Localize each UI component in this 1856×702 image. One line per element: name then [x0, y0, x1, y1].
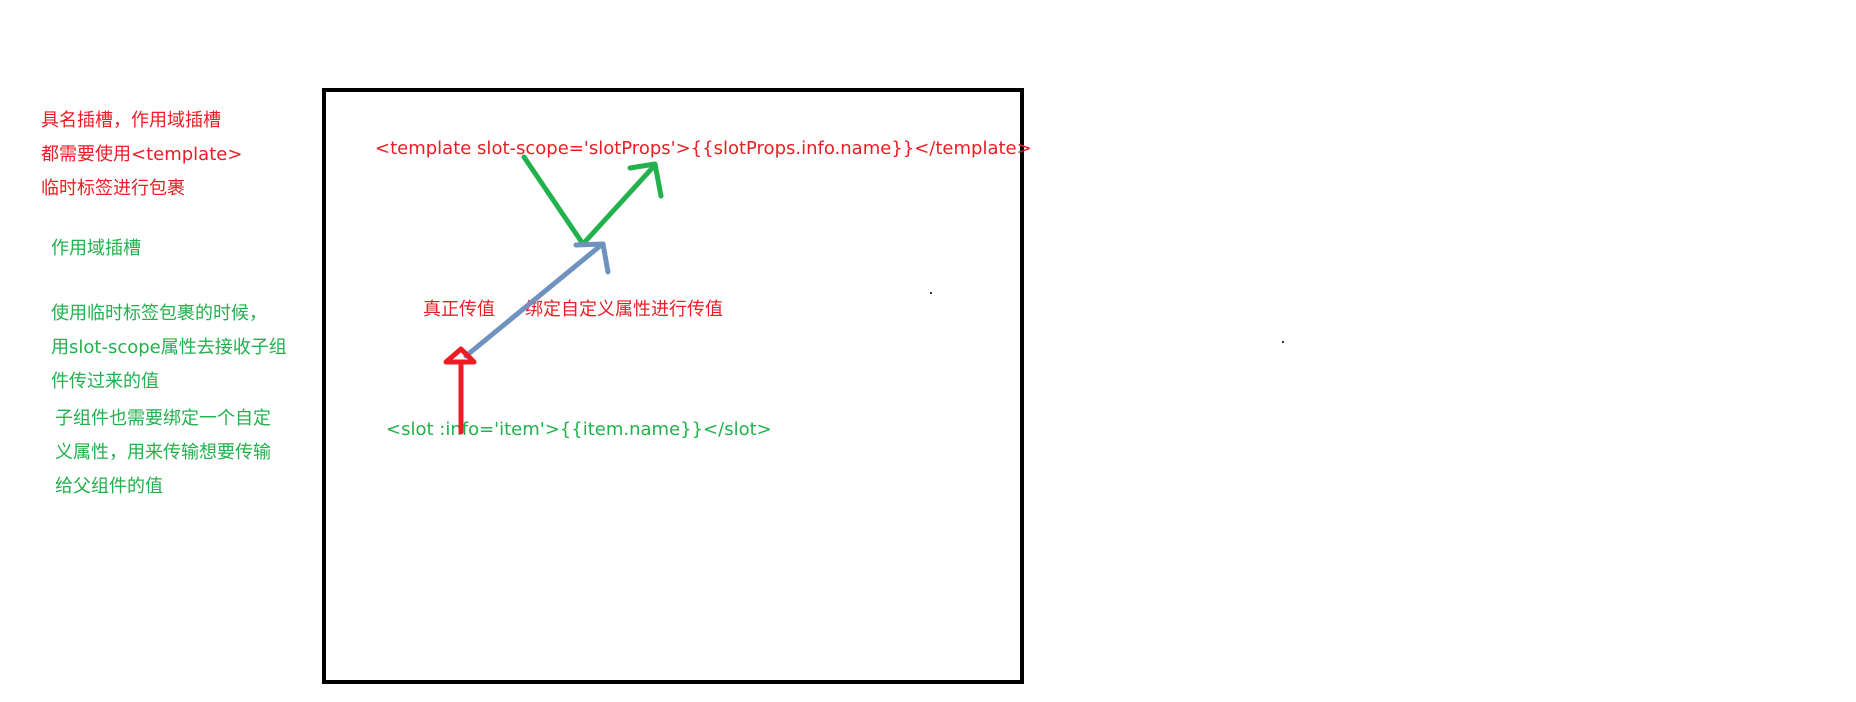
note-line: 都需要使用<template> — [41, 144, 243, 165]
parent-template-code: <template slot-scope='slotProps'>{{slotP… — [375, 138, 1032, 159]
note-line: 子组件也需要绑定一个自定 — [55, 408, 271, 429]
child-binding-note: 子组件也需要绑定一个自定 义属性，用来传输想要传输 给父组件的值 — [55, 402, 271, 504]
scoped-slot-title: 作用域插槽 — [51, 238, 141, 259]
named-scoped-slot-note: 具名插槽，作用域插槽 都需要使用<template> 临时标签进行包裹 — [41, 104, 242, 206]
slot-scope-usage-note: 使用临时标签包裹的时候， 用slot-scope属性去接收子组 件传过来的值 — [51, 297, 287, 399]
stray-dot — [1282, 341, 1284, 343]
bind-pass-label: 绑定自定义属性进行传值 — [525, 299, 723, 320]
child-slot-code: <slot :info='item'>{{item.name}}</slot> — [386, 419, 772, 440]
note-line: 义属性，用来传输想要传输 — [55, 442, 271, 463]
note-line: 具名插槽，作用域插槽 — [41, 110, 221, 131]
note-line: 给父组件的值 — [55, 476, 163, 497]
diagram-frame — [322, 88, 1024, 684]
note-line: 件传过来的值 — [51, 371, 159, 392]
stray-dot — [930, 292, 932, 294]
note-line: 用slot-scope属性去接收子组 — [51, 337, 287, 358]
real-pass-label: 真正传值 — [423, 299, 495, 320]
note-line: 使用临时标签包裹的时候， — [51, 303, 267, 324]
note-line: 临时标签进行包裹 — [41, 178, 185, 199]
